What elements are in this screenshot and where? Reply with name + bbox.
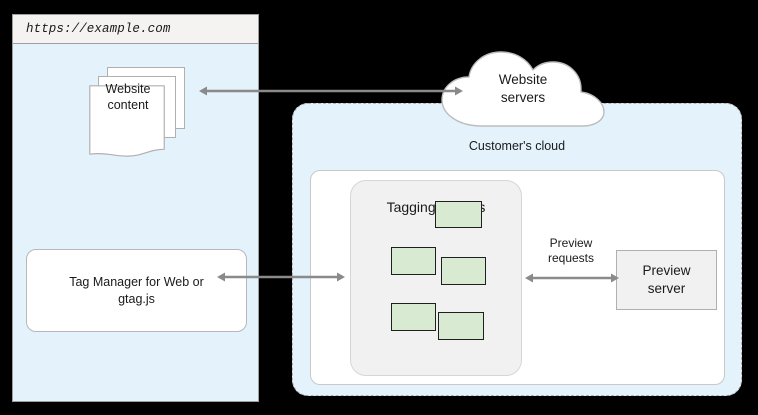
arrow-content-to-website-servers-icon	[199, 86, 463, 96]
website-content-line2: content	[107, 98, 149, 112]
arrow-tagmanager-to-tagging-servers-icon	[217, 272, 345, 282]
tag-manager-line2: gtag.js	[118, 291, 155, 306]
website-content-line1: Website	[105, 82, 151, 96]
customer-cloud-label: Customer's cloud	[468, 139, 566, 153]
preview-server-label-line2: server	[647, 281, 686, 296]
tagging-servers-box: Tagging servers	[350, 180, 522, 376]
server-node-4	[391, 303, 436, 331]
website-servers-line2: servers	[500, 90, 546, 105]
server-node-3	[441, 257, 486, 285]
server-node-1	[391, 247, 436, 275]
preview-server-label-line1: Preview	[642, 263, 691, 278]
preview-requests-line2: requests	[547, 251, 595, 265]
browser-url-text: https://example.com	[26, 22, 171, 36]
tag-manager-box: Tag Manager for Web or gtag.js	[26, 249, 247, 332]
browser-url-bar[interactable]: https://example.com	[13, 15, 258, 44]
preview-server-label: Preview server	[642, 262, 690, 298]
arrow-tagging-to-preview-icon	[525, 273, 619, 283]
browser-window: https://example.com Website content Tag …	[12, 14, 259, 402]
tag-manager-label: Tag Manager for Web or gtag.js	[69, 274, 204, 308]
cloud-shape-icon	[441, 51, 605, 127]
preview-requests-label: Preview requests	[530, 236, 612, 266]
tag-manager-line1: Tag Manager for Web or	[69, 274, 204, 289]
server-node-2	[435, 201, 482, 228]
server-node-5	[438, 312, 484, 340]
website-servers-label: Website servers	[438, 71, 608, 107]
preview-requests-line1: Preview	[549, 236, 593, 250]
website-content-document-stack: Website content	[89, 67, 187, 161]
preview-server-box: Preview server	[616, 250, 717, 310]
website-content-label: Website content	[89, 81, 167, 113]
website-servers-line1: Website	[498, 72, 548, 87]
document-sheet-front-icon	[89, 85, 165, 157]
website-servers-cloud: Website servers	[438, 46, 608, 130]
